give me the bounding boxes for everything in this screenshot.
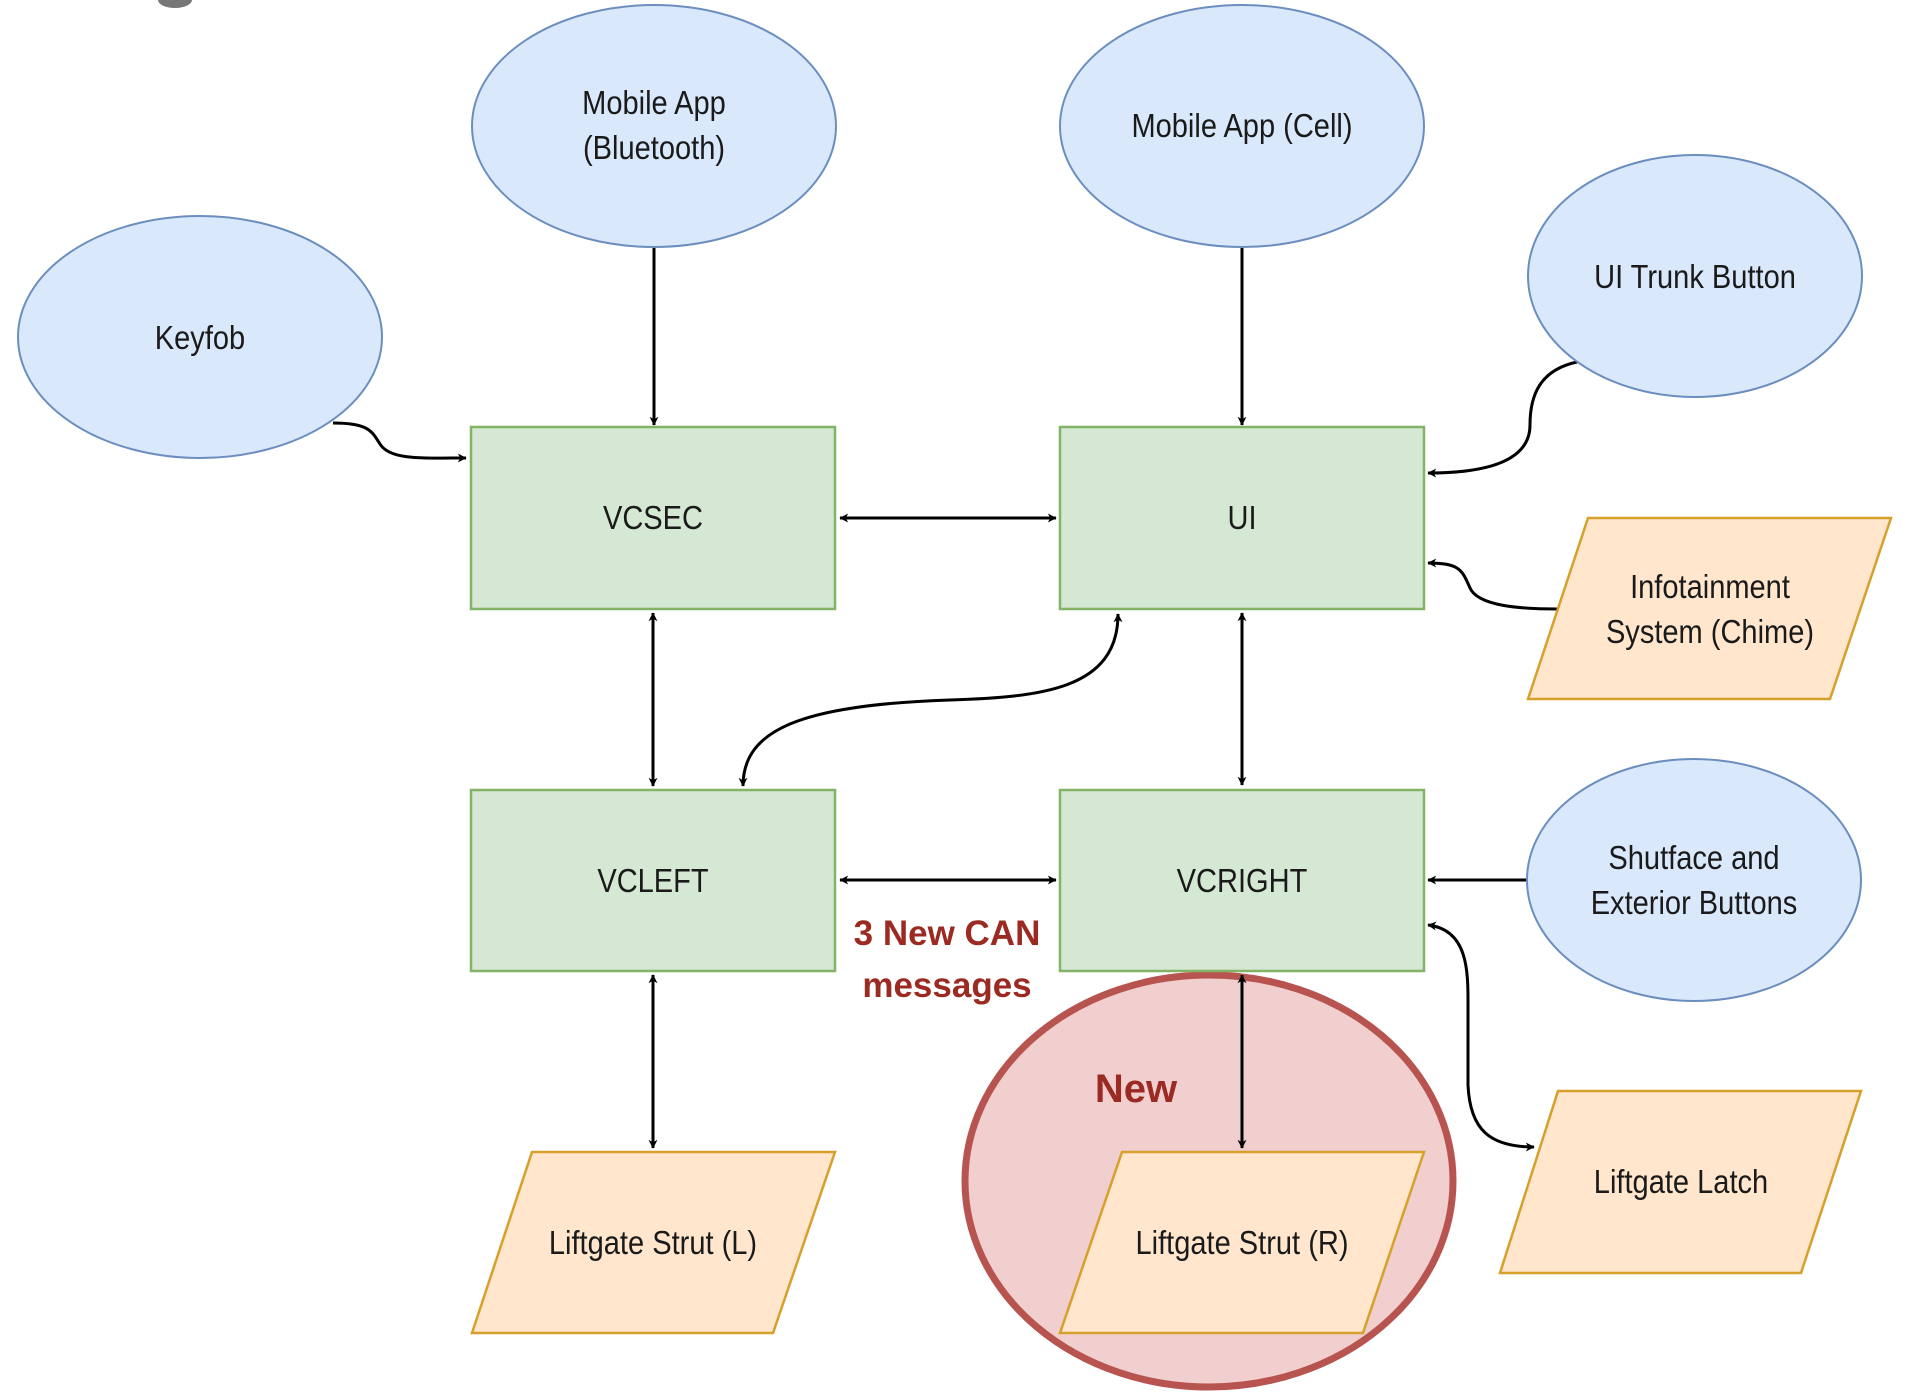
- node-vcleft: VCLEFT: [469, 788, 837, 973]
- node-strut-left: Liftgate Strut (L): [470, 1150, 837, 1335]
- edge-trunkbutton-ui: [1427, 360, 1578, 478]
- vcright-box: [1058, 788, 1426, 973]
- edge-vcright-latch: [1427, 921, 1535, 1152]
- shutface-buttons-label-line2: Exterior Buttons: [1591, 884, 1798, 921]
- strut-left-shape: [470, 1150, 837, 1335]
- edge-ui-vcleft: [738, 613, 1123, 787]
- edges: [332, 248, 1578, 1152]
- edge-keyfob-vcsec: [332, 421, 467, 463]
- mobile-app-cell-shape: [1059, 4, 1425, 248]
- node-keyfob: Keyfob: [17, 215, 383, 459]
- vcleft-box: [469, 788, 837, 973]
- infotainment-label-line1: Infotainment: [1630, 568, 1790, 605]
- node-mobile-app-cell: Mobile App (Cell): [1059, 4, 1425, 248]
- node-latch: Liftgate Latch: [1498, 1089, 1863, 1275]
- latch-shape: [1498, 1089, 1863, 1275]
- strut-right-label: Liftgate Strut (R): [1136, 1224, 1349, 1261]
- node-strut-right: Liftgate Strut (R): [1058, 1150, 1426, 1335]
- infotainment-shape: [1526, 516, 1893, 701]
- edge-infotainment-ui: [1427, 558, 1558, 611]
- node-vcsec: VCSEC: [469, 425, 837, 611]
- mobile-app-bluetooth-label-line2: (Bluetooth): [583, 129, 725, 166]
- vcleft-label: VCLEFT: [597, 862, 708, 899]
- vcright-label: VCRIGHT: [1177, 862, 1308, 899]
- ui-box: [1058, 425, 1426, 611]
- can-messages-label-line2: messages: [862, 966, 1031, 1005]
- node-infotainment: Infotainment System (Chime): [1526, 516, 1893, 701]
- node-mobile-app-bluetooth: Mobile App (Bluetooth): [471, 4, 837, 248]
- vcsec-label: VCSEC: [603, 499, 703, 536]
- node-shutface-buttons: Shutface and Exterior Buttons: [1526, 758, 1862, 1002]
- infotainment-label-line2: System (Chime): [1606, 613, 1814, 650]
- strut-right-shape: [1058, 1150, 1426, 1335]
- node-vcright: VCRIGHT: [1058, 788, 1426, 973]
- shutface-buttons-shape: [1526, 758, 1862, 1002]
- clipped-text-fragment: [158, 0, 192, 8]
- ui-trunk-button-shape: [1527, 154, 1863, 398]
- ui-trunk-button-label: UI Trunk Button: [1594, 258, 1796, 295]
- latch-label: Liftgate Latch: [1594, 1163, 1768, 1200]
- keyfob-shape: [17, 215, 383, 459]
- node-ui: UI: [1058, 425, 1426, 611]
- keyfob-label: Keyfob: [155, 319, 245, 356]
- strut-left-label: Liftgate Strut (L): [549, 1224, 757, 1261]
- new-label: New: [1095, 1067, 1178, 1111]
- mobile-app-bluetooth-label-line1: Mobile App: [582, 84, 726, 121]
- mobile-app-cell-label: Mobile App (Cell): [1131, 107, 1352, 144]
- mobile-app-bluetooth-shape: [471, 4, 837, 248]
- vcsec-box: [469, 425, 837, 611]
- ui-label: UI: [1228, 499, 1257, 536]
- node-ui-trunk-button: UI Trunk Button: [1527, 154, 1863, 398]
- shutface-buttons-label-line1: Shutface and: [1608, 839, 1779, 876]
- can-messages-label-line1: 3 New CAN: [854, 914, 1041, 953]
